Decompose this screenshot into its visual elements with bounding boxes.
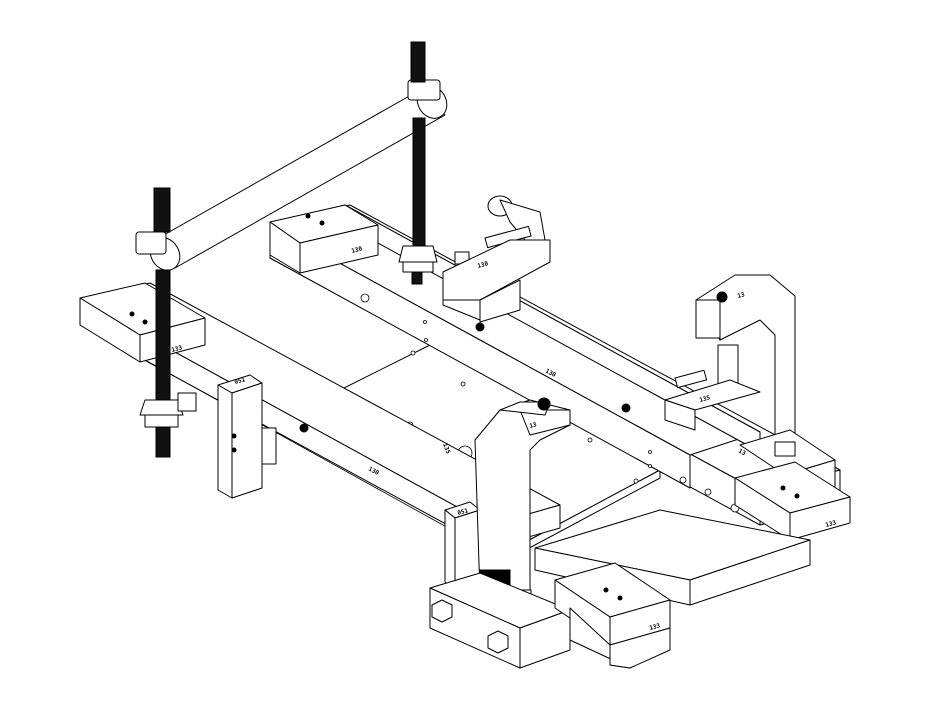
clamp-label: 130 (477, 260, 490, 270)
tube-assembly (135, 41, 448, 458)
right-end-label: 133 (825, 519, 838, 529)
bottom-support (569, 607, 671, 669)
long-bar-label: 130 (367, 466, 380, 477)
front-post-top-label: 13 (529, 421, 538, 430)
toggle-clamp-top: 130 (442, 195, 551, 323)
front-block-label: 133 (649, 622, 662, 632)
block-label-2: 130 (351, 245, 364, 255)
right-bar-label: 13 (737, 448, 747, 458)
left-upright: 051 (217, 322, 631, 499)
front-base-block (429, 572, 571, 669)
right-upright-label: 13 (737, 291, 746, 300)
right-clamp-label: 135 (699, 394, 712, 404)
small-upright: 051 (444, 501, 481, 591)
block-label: 133 (171, 344, 184, 354)
bar-label: 130 (544, 368, 557, 379)
plate-label: 135 (441, 442, 451, 455)
right-end-block: 133 (734, 461, 851, 541)
top-left-block: 133 (79, 282, 206, 363)
upright-label: 051 (234, 376, 247, 386)
back-clamp-block: 130 (269, 204, 379, 274)
front-right-block: 133 (554, 562, 671, 646)
small-upright-label: 051 (457, 507, 470, 517)
